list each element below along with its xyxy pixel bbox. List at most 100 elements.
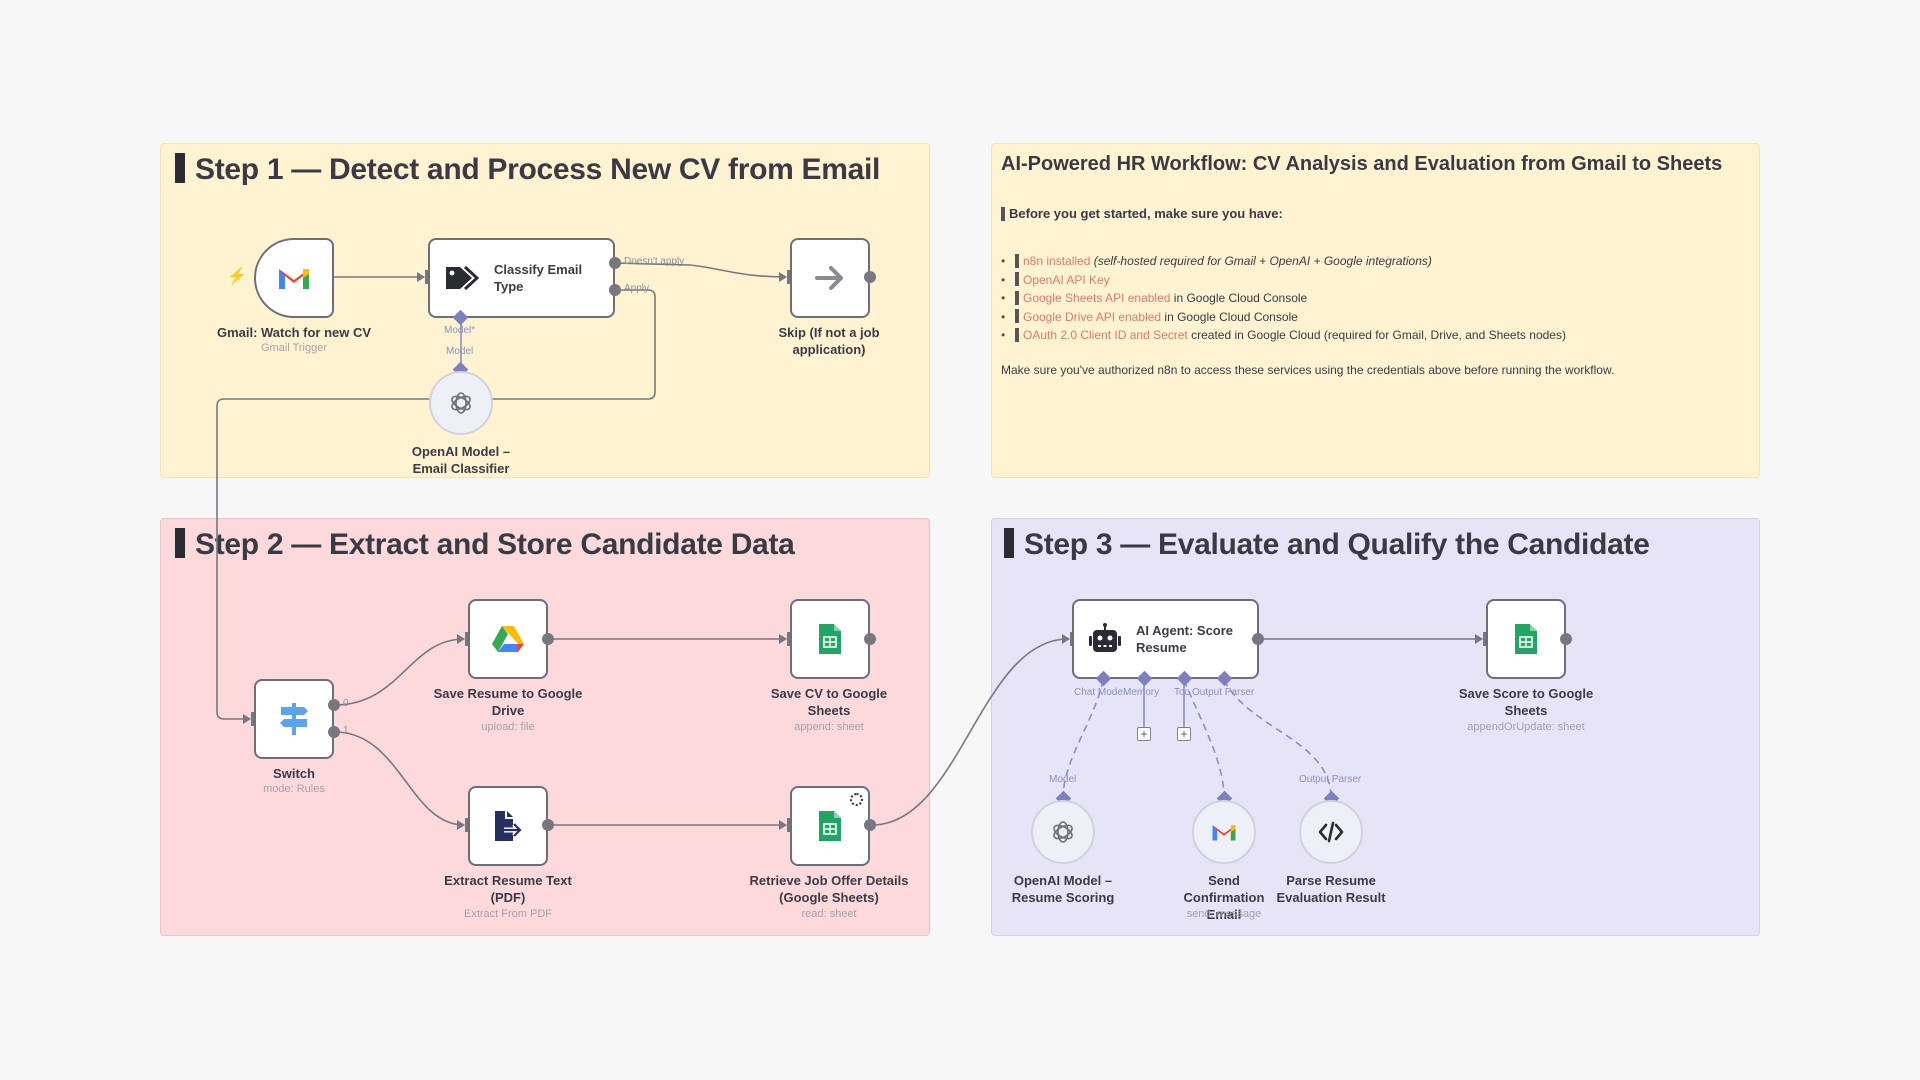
output-port[interactable]: [542, 633, 554, 645]
output-port[interactable]: [609, 284, 621, 296]
node-label: OpenAI Model – Resume Scoring: [1011, 873, 1115, 905]
signpost-icon: [280, 703, 308, 735]
node-subtitle: Gmail Trigger: [260, 342, 328, 354]
input-port[interactable]: [251, 712, 256, 726]
link[interactable]: Google Sheets API enabled: [1023, 291, 1171, 305]
node-extract-pdf[interactable]: [468, 786, 548, 866]
arrowhead: [457, 634, 465, 644]
wire-agent-send-email[interactable]: [1183, 679, 1225, 799]
node-label: Skip (If not a job application): [778, 325, 880, 357]
arrow-right-icon: [815, 266, 843, 290]
section-tag-icon: [175, 153, 185, 184]
tag-icon: [446, 265, 480, 291]
output-label-0: 0: [343, 698, 349, 709]
node-label: Save Score to Google Sheets: [1458, 686, 1594, 718]
emoji-placeholder-icon: [1015, 253, 1019, 268]
arrowhead: [1475, 634, 1483, 644]
output-port[interactable]: [1560, 633, 1572, 645]
emoji-placeholder-icon: [1001, 206, 1005, 221]
node-label: Parse Resume Evaluation Result: [1276, 873, 1386, 905]
wire-switch-drive[interactable]: [334, 638, 465, 706]
input-port[interactable]: [787, 818, 792, 832]
output-port[interactable]: [864, 271, 876, 283]
input-port[interactable]: [1483, 632, 1488, 646]
input-port[interactable]: [787, 632, 792, 646]
section-tag-icon: [175, 528, 185, 559]
wire-agent-openai-scoring[interactable]: [1062, 679, 1104, 799]
node-parse-result[interactable]: [1299, 800, 1363, 864]
emoji-placeholder-icon: [1015, 309, 1019, 324]
output-port[interactable]: [609, 257, 621, 269]
gmail-icon: [279, 269, 309, 289]
output-port[interactable]: [864, 819, 876, 831]
gmail-icon: [1212, 825, 1236, 841]
node-save-drive[interactable]: [468, 599, 548, 679]
arrowhead: [1062, 634, 1070, 644]
node-label: Switch: [273, 766, 315, 781]
output-port[interactable]: [328, 726, 340, 738]
wire-retrieve-agent[interactable]: [871, 638, 1069, 826]
link[interactable]: OAuth 2.0 Client ID and Secret: [1023, 328, 1188, 342]
wire-classify-switch[interactable]: [216, 289, 656, 720]
output-port[interactable]: [328, 699, 340, 711]
step2-title-text: Step 2 — Extract and Store Candidate Dat…: [195, 528, 795, 561]
port-label-model-required: Model*: [444, 325, 476, 336]
emoji-placeholder-icon: [1015, 272, 1019, 287]
output-label-1: 1: [343, 725, 349, 736]
step2-title: Step 2 — Extract and Store Candidate Dat…: [175, 528, 795, 562]
wire-classify-skip[interactable]: [615, 262, 787, 278]
node-save-score[interactable]: [1486, 599, 1566, 679]
link[interactable]: Google Drive API enabled: [1023, 309, 1162, 324]
emoji-placeholder-icon: [1015, 290, 1019, 305]
output-port[interactable]: [542, 819, 554, 831]
wire-agent-parser[interactable]: [1223, 679, 1332, 799]
output-port[interactable]: [1252, 633, 1264, 645]
node-classify-email[interactable]: Classify Email Type: [428, 238, 615, 318]
list-item: Google Sheets API enabled in Google Clou…: [1001, 289, 1566, 308]
step1-title-text: Step 1 — Detect and Process New CV from …: [195, 153, 881, 186]
step1-title: Step 1 — Detect and Process New CV from …: [175, 153, 880, 187]
input-port[interactable]: [465, 632, 470, 646]
node-label: Save Resume to Google Drive: [433, 686, 583, 718]
output-port[interactable]: [864, 633, 876, 645]
node-gmail-trigger[interactable]: [254, 238, 334, 318]
node-send-email[interactable]: [1192, 800, 1256, 864]
input-port[interactable]: [465, 818, 470, 832]
input-port[interactable]: [787, 270, 792, 284]
port-label-output-parser: Output Parser: [1299, 774, 1362, 785]
info-note: Make sure you've authorized n8n to acces…: [1001, 363, 1615, 377]
list-item-text: created in Google Cloud (required for Gm…: [1187, 328, 1566, 342]
google-sheets-icon: [819, 811, 841, 841]
list-item: n8n installed (self-hosted required for …: [1001, 252, 1566, 271]
node-openai-classifier[interactable]: [429, 371, 493, 435]
node-subtitle: appendOrUpdate: sheet: [1467, 721, 1585, 733]
node-label: Extract Resume Text (PDF): [444, 873, 572, 905]
node-ai-agent[interactable]: AI Agent: Score Resume: [1072, 599, 1259, 679]
node-title: Classify Email Type: [494, 262, 583, 294]
node-skip[interactable]: [790, 238, 870, 318]
node-retrieve-job[interactable]: [790, 786, 870, 866]
input-port[interactable]: [425, 270, 430, 284]
wire-switch-extract[interactable]: [334, 731, 465, 826]
port-label-memory: Memory: [1123, 687, 1160, 698]
robot-icon: [1089, 623, 1121, 652]
step3-title: Step 3 — Evaluate and Qualify the Candid…: [1004, 528, 1650, 562]
sticky-step3[interactable]: [991, 518, 1760, 936]
add-tool-button[interactable]: +: [1177, 727, 1191, 741]
file-export-icon: [495, 811, 524, 841]
add-memory-button[interactable]: +: [1137, 727, 1151, 741]
trigger-bolt-icon: ⚡: [227, 268, 247, 285]
port-label-chat-model: Chat Mode: [1074, 687, 1123, 698]
prerequisites-list: n8n installed (self-hosted required for …: [1001, 252, 1566, 345]
node-save-cv-sheets[interactable]: [790, 599, 870, 679]
node-label: Send Confirmation Email: [1183, 873, 1265, 922]
node-subtitle: append: sheet: [794, 721, 864, 733]
arrowhead: [243, 714, 251, 724]
list-item: OpenAI API Key: [1001, 271, 1566, 290]
node-switch[interactable]: [254, 679, 334, 759]
list-item-text: in Google Cloud Console: [1170, 291, 1308, 305]
link[interactable]: OpenAI API Key: [1023, 272, 1110, 287]
link[interactable]: n8n installed: [1023, 254, 1091, 268]
node-openai-scoring[interactable]: [1031, 800, 1095, 864]
